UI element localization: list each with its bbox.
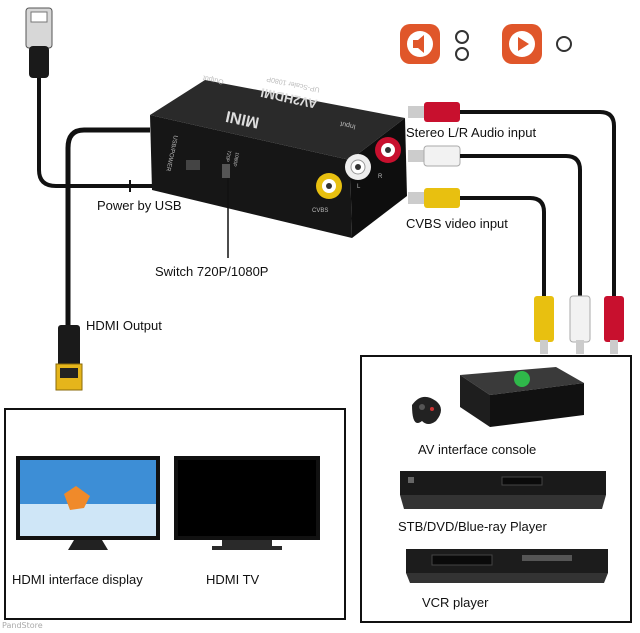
hdmi-display-image <box>16 456 160 550</box>
hdmi-plug <box>55 325 83 391</box>
cvbs-video-label: CVBS video input <box>406 216 508 231</box>
displays-panel: HDMI interface display HDMI TV <box>4 408 346 620</box>
device-input-label: Input <box>340 120 357 130</box>
device-brand: MINI <box>224 107 261 131</box>
device-output-label: Output <box>202 74 224 85</box>
vcr-label: VCR player <box>422 595 489 610</box>
rca-cable-yellow <box>408 188 554 354</box>
play-icon <box>502 24 542 64</box>
rca-cable-red <box>408 102 624 354</box>
hdmi-output-label: HDMI Output <box>86 318 162 333</box>
play-dot-icon <box>556 36 572 52</box>
device-l-label: L <box>357 184 361 190</box>
console-label: AV interface console <box>418 442 537 457</box>
game-console-image <box>412 367 584 427</box>
device-720-label: 720P <box>223 150 231 163</box>
player-label: STB/DVD/Blue-ray Player <box>398 519 547 534</box>
display-label: HDMI interface display <box>12 572 143 587</box>
converter-box: MINI AV2HDMI UP-Scaler 1080P Output Inpu… <box>150 74 407 238</box>
rca-cable-white <box>408 145 591 354</box>
device-1080-label: 1080P <box>231 152 240 168</box>
power-usb-label: Power by USB <box>97 198 182 213</box>
feature-icons <box>400 24 572 64</box>
rca-jack-red <box>375 137 401 163</box>
watermark: PandStore <box>2 621 43 630</box>
dvd-player-image <box>400 471 606 509</box>
hdmi-tv-image <box>174 456 320 550</box>
speaker-icon <box>400 24 440 64</box>
usb-plug <box>25 7 53 78</box>
speaker-dot-icon <box>455 30 469 61</box>
usb-port <box>186 160 200 170</box>
sources-panel: AV interface console STB/DVD/Blue-ray Pl… <box>360 355 632 623</box>
stereo-audio-label: Stereo L/R Audio input <box>406 125 537 140</box>
vcr-image <box>406 549 608 583</box>
resolution-switch[interactable] <box>222 164 230 178</box>
device-r-label: R <box>378 174 383 180</box>
rca-jack-white <box>345 154 371 180</box>
connection-diagram: MINI AV2HDMI UP-Scaler 1080P Output Inpu… <box>25 7 624 391</box>
switch-label: Switch 720P/1080P <box>155 264 269 279</box>
rca-jack-yellow <box>316 173 342 199</box>
tv-label: HDMI TV <box>206 572 260 587</box>
device-cvbs-label: CVBS <box>312 208 328 214</box>
